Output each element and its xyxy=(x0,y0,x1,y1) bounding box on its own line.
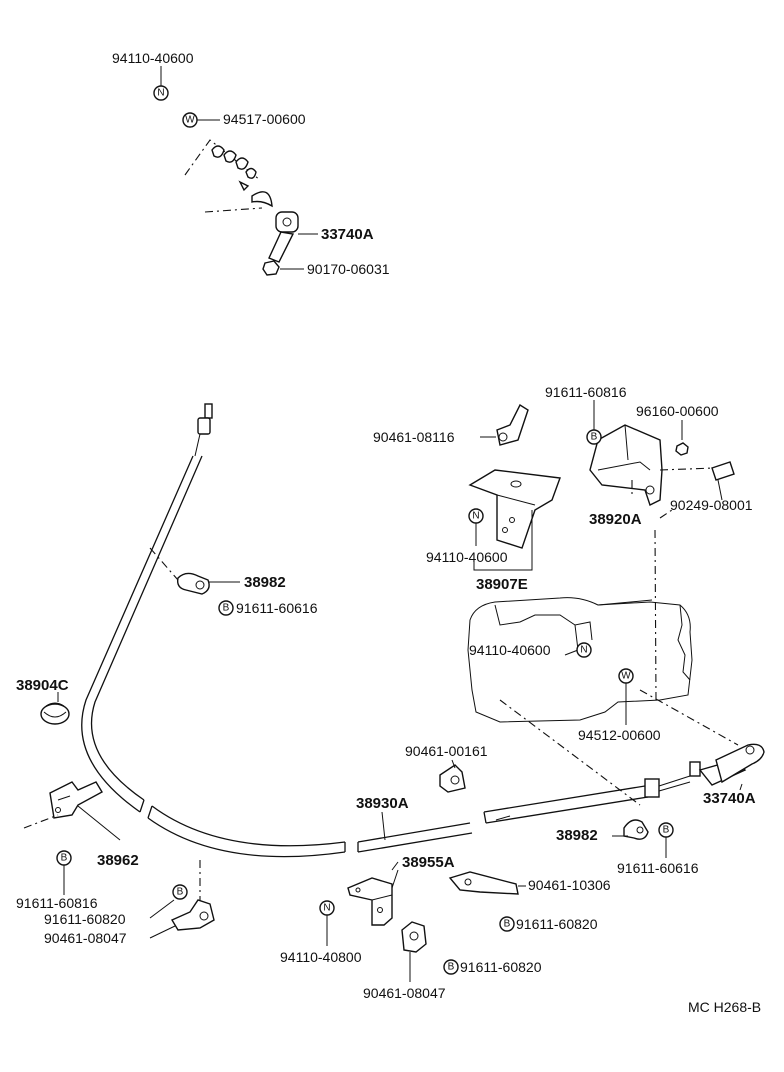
label-90461-08116: 90461-08116 xyxy=(373,429,455,445)
label-90461-08047-bottom: 90461-08047 xyxy=(363,985,446,1001)
label-91611-60816-left: 91611-60816 xyxy=(16,895,98,911)
label-38982-top: 38982 xyxy=(244,574,286,591)
clamp-38982-top xyxy=(176,572,210,595)
spring-washer-shape xyxy=(211,145,257,192)
label-94110-40800: 94110-40800 xyxy=(280,949,362,965)
bracket-38920A xyxy=(589,424,663,506)
label-38982-bottom: 38982 xyxy=(556,827,598,844)
label-94110-40600-engine: 94110-40600 xyxy=(469,642,551,658)
clamp-38982-bottom xyxy=(623,819,649,840)
label-91611-60820-bottom: 91611-60820 xyxy=(460,959,542,975)
grommet-38904C xyxy=(40,702,70,725)
label-38907E: 38907E xyxy=(476,576,528,593)
label-38920A: 38920A xyxy=(589,511,642,528)
label-96160-00600: 96160-00600 xyxy=(636,403,719,419)
clip-90461-08047-left xyxy=(170,899,215,931)
diagram-code: MC H268-B xyxy=(688,999,761,1015)
label-38955A: 38955A xyxy=(402,854,455,871)
bracket-38962 xyxy=(49,781,103,819)
clip-90461-08047-bottom xyxy=(401,921,427,953)
label-94110-40600-top: 94110-40600 xyxy=(112,50,194,66)
marker-b-icon: B xyxy=(591,432,598,443)
label-91611-60816-top: 91611-60816 xyxy=(545,384,627,400)
rod-end-shape xyxy=(268,211,299,263)
control-cable xyxy=(81,403,765,858)
label-38962: 38962 xyxy=(97,852,139,869)
marker-n-icon: N xyxy=(157,88,164,99)
marker-b-icon: B xyxy=(177,887,184,898)
marker-b-icon: B xyxy=(504,919,511,930)
marker-w-icon: W xyxy=(185,115,195,126)
marker-b-icon: B xyxy=(223,603,230,614)
label-90461-10306: 90461-10306 xyxy=(528,877,611,893)
label-91611-60616-top: 91611-60616 xyxy=(236,600,318,616)
engine-outline xyxy=(467,597,693,723)
label-33740A-top: 33740A xyxy=(321,226,374,243)
label-91611-60616-bottom: 91611-60616 xyxy=(617,860,699,876)
bracket-38907E xyxy=(468,469,561,549)
label-91611-60820-left: 91611-60820 xyxy=(44,911,126,927)
label-94512-00600: 94512-00600 xyxy=(578,727,661,743)
marker-n-icon: N xyxy=(323,903,330,914)
marker-b-icon: B xyxy=(61,853,68,864)
label-38930A: 38930A xyxy=(356,795,409,812)
top-rod-end-assembly: N W xyxy=(153,66,318,276)
label-91611-60820-right: 91611-60820 xyxy=(516,916,598,932)
label-33740A-bottom: 33740A xyxy=(703,790,756,807)
label-38904C: 38904C xyxy=(16,677,69,694)
label-90461-00161: 90461-00161 xyxy=(405,743,488,759)
marker-n-icon: N xyxy=(580,645,587,656)
label-90170-06031: 90170-06031 xyxy=(307,261,390,277)
label-90249-08001: 90249-08001 xyxy=(670,497,753,513)
marker-w-icon: W xyxy=(621,671,631,682)
marker-n-icon: N xyxy=(472,511,479,522)
label-94110-40600-mid: 94110-40600 xyxy=(426,549,508,565)
label-90461-08047-left: 90461-08047 xyxy=(44,930,127,946)
marker-b-icon: B xyxy=(663,825,670,836)
clip-90461-08116 xyxy=(496,403,529,446)
clip-90461-00161 xyxy=(439,764,466,793)
bracket-38955A xyxy=(347,877,393,926)
clip-90461-10306 xyxy=(448,871,519,895)
marker-b-icon: B xyxy=(448,962,455,973)
label-94517-00600: 94517-00600 xyxy=(223,111,306,127)
